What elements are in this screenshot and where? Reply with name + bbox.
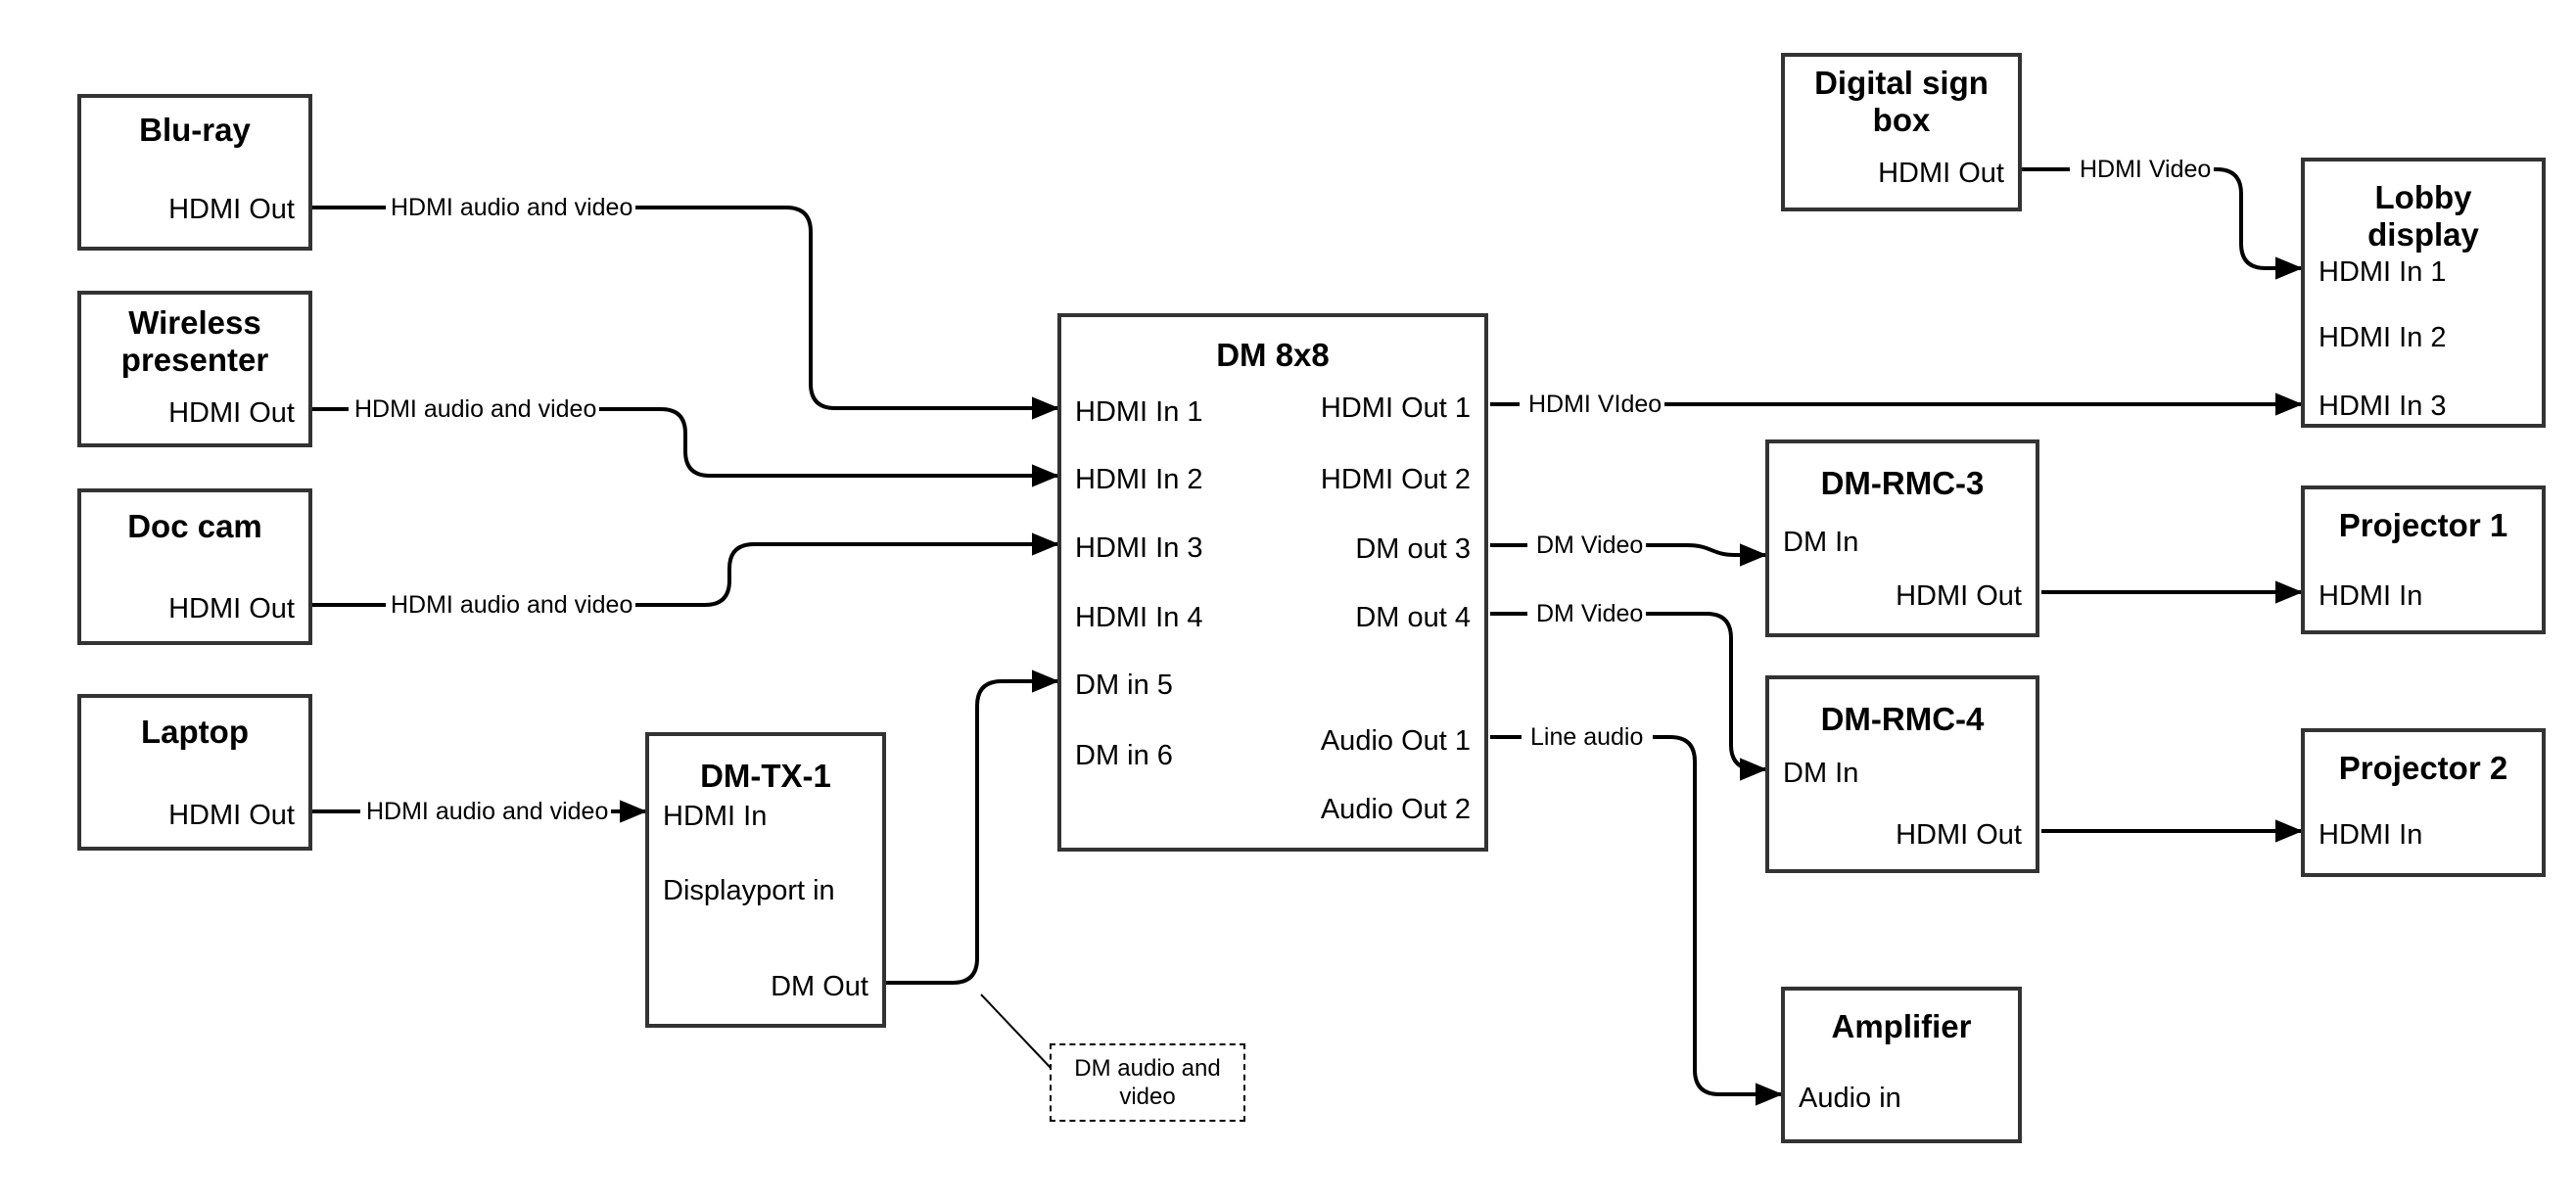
node-laptop[interactable]: Laptop HDMI Out [77, 694, 312, 851]
port-dm-in: DM In [1783, 758, 1859, 789]
port-displayport-in: Displayport in [663, 875, 835, 906]
node-wireless-presenter[interactable]: Wireless presenter HDMI Out [77, 291, 312, 447]
port-dm-out-4: DM out 4 [1355, 602, 1471, 633]
port-hdmi-in-2: HDMI In 2 [1075, 464, 1203, 495]
edge-label-hdmi-av: HDMI audio and video [351, 394, 600, 424]
note-text: DM audio and video [1074, 1055, 1221, 1110]
port-hdmi-in: HDMI In [663, 801, 768, 832]
edge-label-hdmi-video: HDMI Video [2077, 155, 2215, 184]
node-title: Amplifier [1831, 1008, 1972, 1044]
port-audio-out-2: Audio Out 2 [1320, 794, 1471, 825]
node-title: Digital sign box [1814, 65, 1989, 138]
node-title: DM 8x8 [1216, 337, 1330, 373]
port-hdmi-in-3: HDMI In 3 [1075, 532, 1203, 564]
port-hdmi-in: HDMI In [2318, 819, 2423, 851]
edge-label-hdmi-av: HDMI audio and video [388, 193, 636, 222]
node-title: DM-RMC-3 [1820, 465, 1985, 501]
port-dm-out-3: DM out 3 [1355, 533, 1471, 565]
node-title: Doc cam [127, 508, 262, 544]
port-hdmi-in-2: HDMI In 2 [2318, 322, 2447, 353]
node-title: Blu-ray [139, 112, 251, 148]
port-hdmi-out: HDMI Out [168, 397, 295, 429]
port-dm-in-6: DM in 6 [1075, 740, 1173, 771]
port-hdmi-out: HDMI Out [1896, 819, 2022, 851]
edge-label-line-audio: Line audio [1527, 722, 1647, 752]
node-doc-cam[interactable]: Doc cam HDMI Out [77, 488, 312, 645]
node-title: DM-RMC-4 [1820, 701, 1985, 737]
port-dm-in-5: DM in 5 [1075, 670, 1173, 701]
port-hdmi-out: HDMI Out [1878, 158, 2004, 189]
port-hdmi-out: HDMI Out [168, 194, 295, 225]
connector-doccam-dm8x8 [616, 532, 1059, 607]
node-dm-rmc-3[interactable]: DM-RMC-3 DM In HDMI Out [1765, 439, 2039, 637]
node-title: Projector 2 [2338, 750, 2508, 786]
connector-dm8x8-dmrmc4 [1629, 612, 1767, 781]
node-amplifier[interactable]: Amplifier Audio in [1781, 987, 2022, 1143]
connector-bluray-dm8x8 [616, 206, 1059, 420]
port-hdmi-in-3: HDMI In 3 [2318, 391, 2447, 422]
connector-dm8x8-dmrmc3 [1629, 543, 1767, 567]
port-hdmi-in: HDMI In [2318, 580, 2423, 612]
node-title: Projector 1 [2338, 507, 2508, 543]
edge-label-dm-video: DM Video [1533, 531, 1647, 560]
edge-label-dm-video: DM Video [1533, 599, 1647, 628]
port-audio-in: Audio in [1799, 1083, 1901, 1114]
node-dm-rmc-4[interactable]: DM-RMC-4 DM In HDMI Out [1765, 675, 2039, 873]
node-title: Wireless presenter [120, 304, 269, 378]
node-dm-8x8[interactable]: DM 8x8 HDMI In 1 HDMI In 2 HDMI In 3 HDM… [1057, 313, 1488, 852]
connector-sign-lobby [2205, 167, 2303, 280]
port-hdmi-in-1: HDMI In 1 [2318, 256, 2447, 288]
node-title: DM-TX-1 [700, 758, 831, 794]
port-hdmi-out-1: HDMI Out 1 [1320, 393, 1471, 424]
node-projector-2[interactable]: Projector 2 HDMI In [2301, 728, 2546, 877]
node-digital-sign-box[interactable]: Digital sign box HDMI Out [1781, 53, 2022, 211]
node-lobby-display[interactable]: Lobby display HDMI In 1 HDMI In 2 HDMI I… [2301, 158, 2546, 428]
port-hdmi-out: HDMI Out [1896, 580, 2022, 612]
port-dm-out: DM Out [771, 971, 868, 1002]
connector-wireless-dm8x8 [588, 407, 1059, 487]
edge-label-hdmi-video: HDMI VIdeo [1525, 390, 1665, 419]
port-audio-out-1: Audio Out 1 [1320, 725, 1471, 757]
node-dm-tx-1[interactable]: DM-TX-1 HDMI In Displayport in DM Out [645, 732, 886, 1028]
connector-dm8x8-amplifier [1653, 735, 1783, 1106]
node-title: Laptop [141, 714, 249, 750]
node-projector-1[interactable]: Projector 1 HDMI In [2301, 485, 2546, 634]
note-dm-audio-video[interactable]: DM audio and video [1050, 1043, 1245, 1122]
port-hdmi-in-4: HDMI In 4 [1075, 602, 1203, 633]
port-hdmi-out: HDMI Out [168, 593, 295, 624]
port-hdmi-in-1: HDMI In 1 [1075, 396, 1203, 428]
port-dm-in: DM In [1783, 527, 1859, 558]
note-leader-line [980, 993, 1053, 1070]
node-title: Lobby display [2367, 179, 2479, 253]
connector-dmtx1-dm8x8 [886, 670, 1059, 985]
port-hdmi-out-2: HDMI Out 2 [1320, 464, 1471, 495]
edge-label-hdmi-av: HDMI audio and video [363, 797, 612, 826]
port-hdmi-out: HDMI Out [168, 800, 295, 831]
edge-label-hdmi-av: HDMI audio and video [388, 590, 636, 620]
node-bluray[interactable]: Blu-ray HDMI Out [77, 94, 312, 251]
